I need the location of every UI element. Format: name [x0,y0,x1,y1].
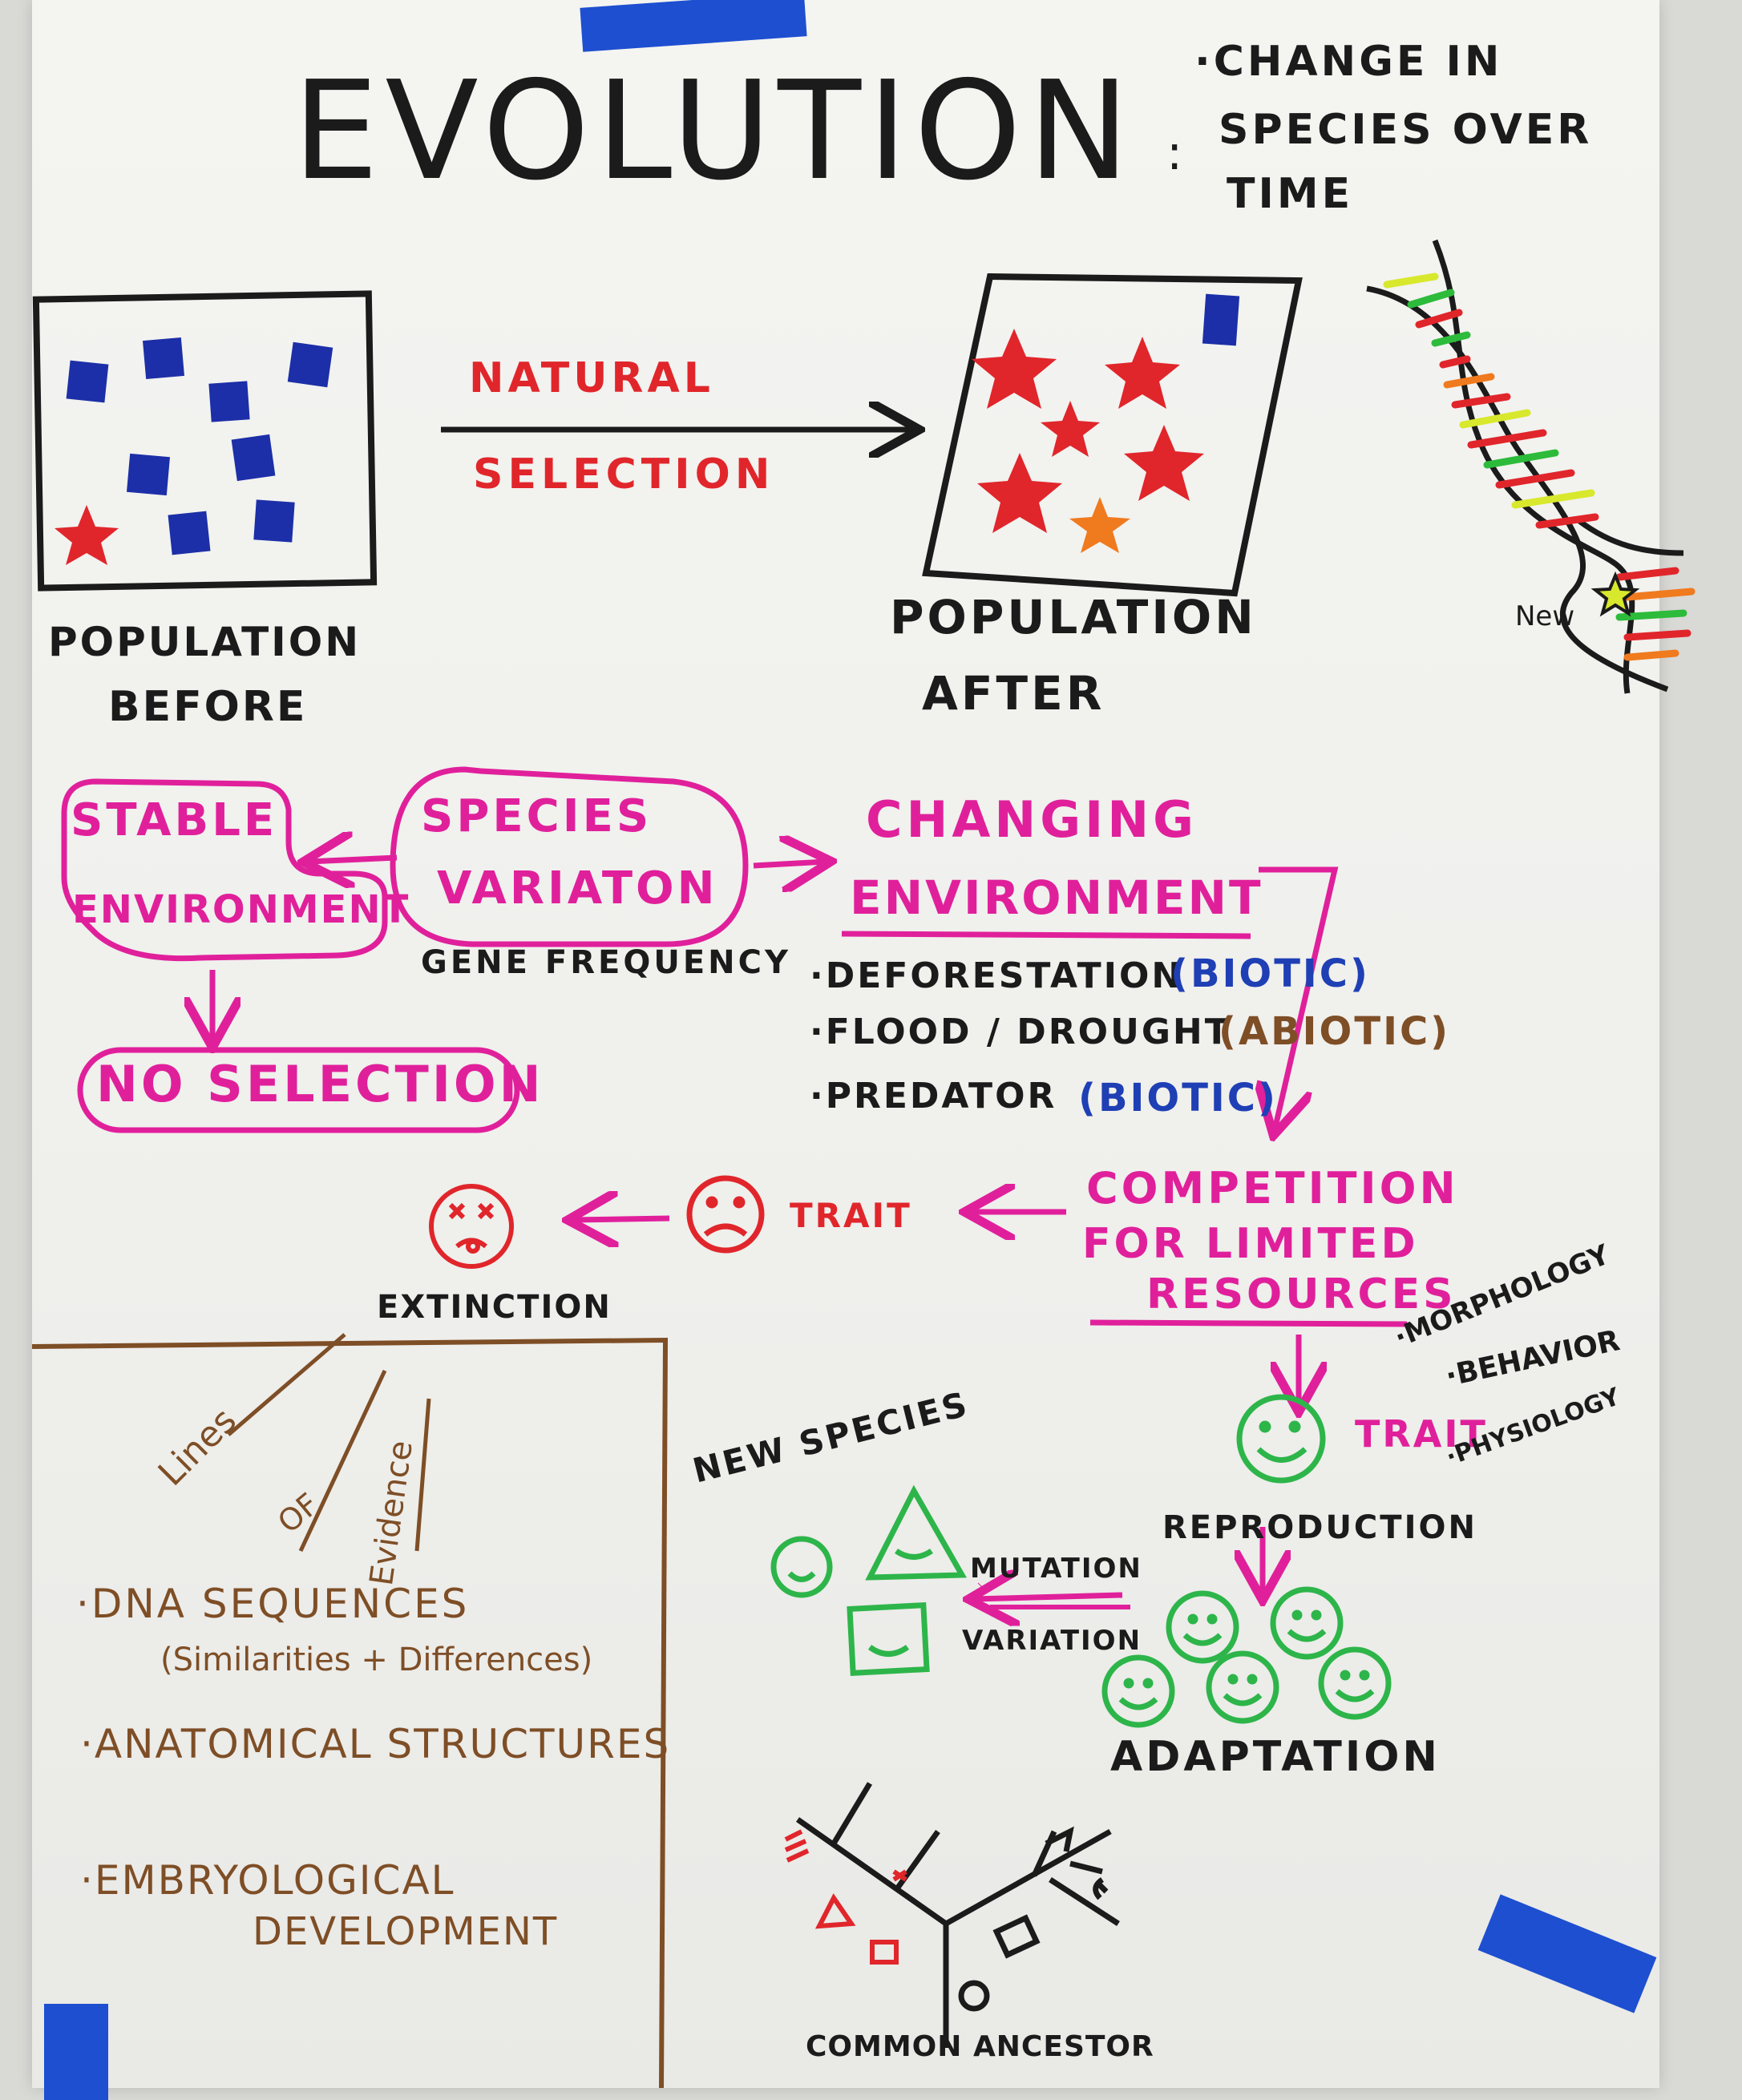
dna-new-label: New [1515,600,1575,632]
trait-good-label: TRAIT [1355,1412,1488,1456]
population-before-line1: POPULATION [48,619,362,665]
orange-star-after [1069,497,1130,553]
changing-underline [841,931,1251,939]
mutation-label: MUTATION [970,1553,1142,1585]
evidence-2-line1: ·ANATOMICAL STRUCTURES [80,1721,671,1767]
stable-environment-bubble [61,778,388,962]
population-before-line2: BEFORE [108,683,308,731]
factor-name-2: ·FLOOD / DROUGHT [810,1012,1231,1052]
variation-label: VARIATION [962,1625,1142,1657]
extinction-label: EXTINCTION [377,1289,612,1326]
arrow-to-competition [1259,866,1339,1130]
dna-helix [1366,239,1696,694]
natural-label: NATURAL [469,354,714,402]
evidence-1-line2: (Similarities + Differences) [160,1642,593,1678]
definition-line-3: TIME [1227,170,1354,218]
cladogram-red-shapes [784,1829,907,1965]
dead-face-icon [429,1184,514,1269]
competition-underline [1089,1319,1408,1327]
arrow-to-extinction [573,1218,670,1220]
sad-face-icon [686,1175,765,1254]
no-selection-label: NO SELECTION [96,1055,544,1113]
adaptation-population [1101,1586,1392,1728]
population-after-line1: POPULATION [890,590,1257,644]
blue-squares-before [66,337,333,555]
competition-line3: RESOURCES [1146,1270,1457,1319]
no-selection-bubble [77,1047,520,1133]
population-before-box [32,290,378,592]
species-line2: VARIATON [437,862,718,915]
trait-bad-label: TRAIT [790,1196,912,1235]
stable-line2: ENVIRONMENT [72,887,410,932]
evidence-3-line2: DEVELOPMENT [253,1909,559,1954]
factor-type-3: (BIOTIC) [1078,1076,1278,1121]
title-colon: : [1166,125,1183,181]
factor-type-1: (BIOTIC) [1170,951,1370,996]
red-star-before [55,505,119,565]
factor-name-3: ·PREDATOR [810,1076,1057,1117]
changing-line2: ENVIRONMENT [850,870,1263,925]
gene-frequency-note: GENE FREQUENCY [421,944,791,981]
selection-label: SELECTION [473,450,775,499]
competition-line2: FOR LIMITED [1082,1220,1419,1268]
evidence-1-line1: ·DNA SEQUENCES [76,1581,470,1627]
page-title: EVOLUTION [293,52,1137,211]
species-variation-bubble [390,766,749,947]
population-after-box [922,273,1303,597]
factor-type-2: (ABIOTIC) [1219,1009,1451,1054]
new-mutation-star-icon [1590,571,1640,617]
arrow-to-changing [753,862,826,866]
competition-line1: COMPETITION [1086,1163,1459,1214]
new-species-shapes [770,1484,967,1677]
stable-line1: STABLE [71,794,278,846]
changing-line1: CHANGING [866,790,1198,849]
factor-name-1: ·DEFORESTATION [810,955,1184,996]
adaptation-label: ADAPTATION [1110,1733,1441,1781]
definition-line-1: ·CHANGE IN [1194,38,1503,86]
blue-square-after [1202,293,1240,346]
cladogram [795,1782,1120,2048]
definition-line-2: SPECIES OVER [1219,106,1593,154]
evidence-3-line1: ·EMBRYOLOGICAL [80,1857,455,1904]
evidence-box [31,1337,669,2088]
species-line1: SPECIES [421,790,653,842]
common-ancestor-label: COMMON ANCESTOR [806,2030,1154,2063]
population-after-line2: AFTER [922,666,1105,721]
red-stars-after [972,329,1204,533]
arrow-to-stable [309,858,398,862]
reproduction-label: REPRODUCTION [1162,1509,1477,1546]
mutation-arrow [974,1595,1123,1599]
evidence-rays [227,1333,431,1553]
tape-bottom-left [44,2004,108,2100]
happy-face-icon [1236,1394,1326,1484]
